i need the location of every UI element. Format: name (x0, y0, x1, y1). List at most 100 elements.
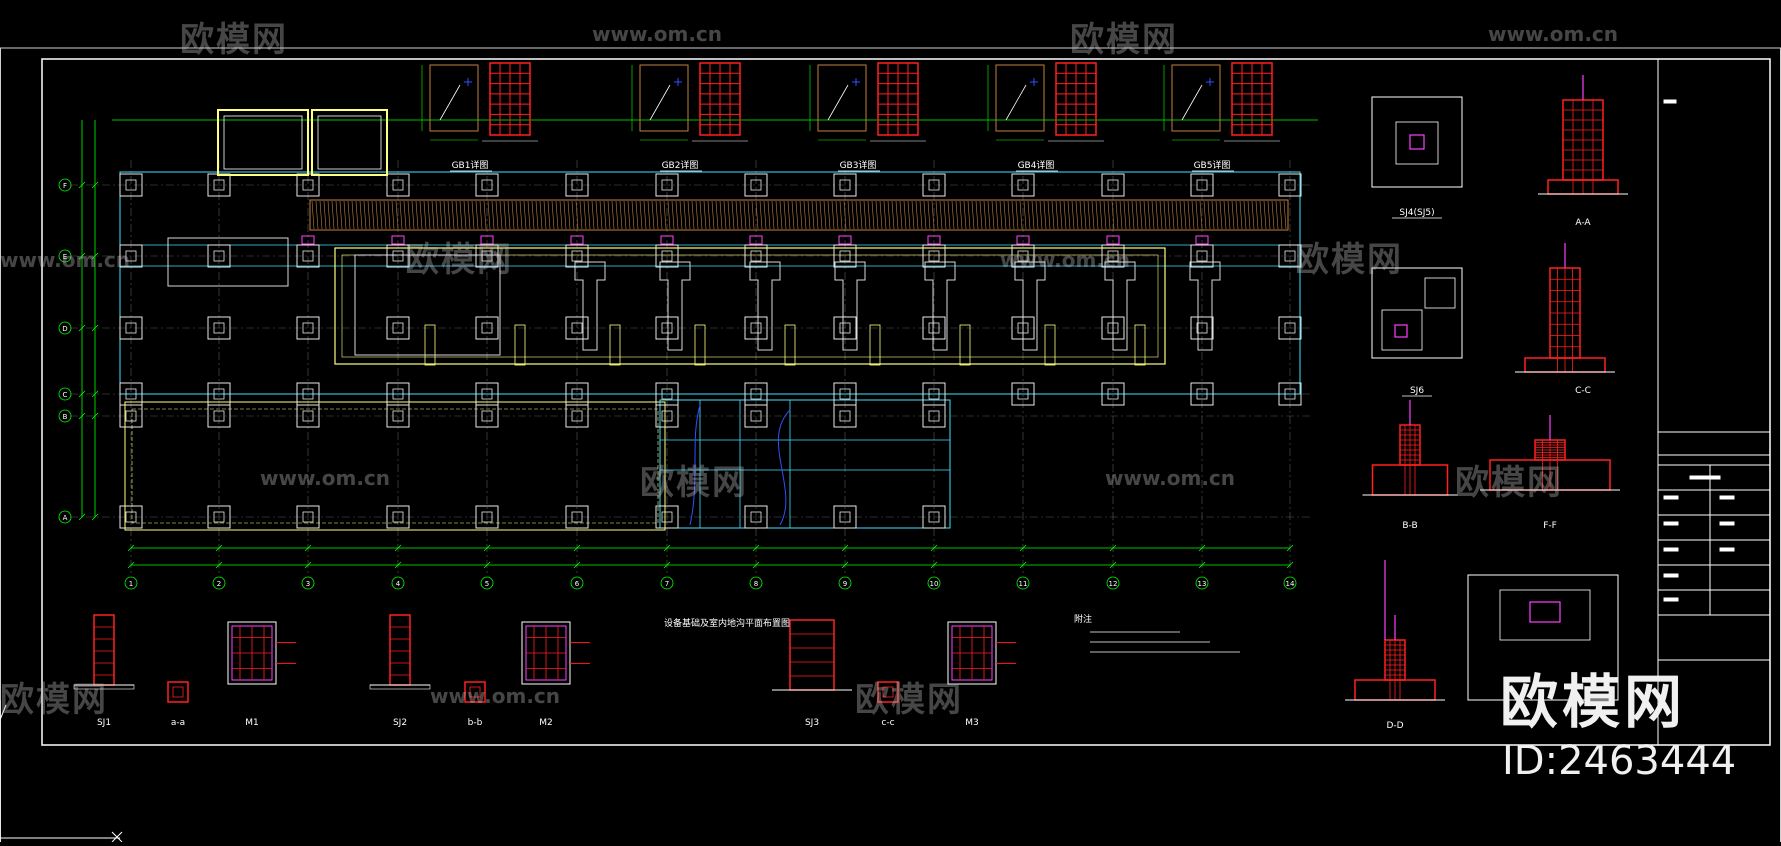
gb-cross (464, 78, 472, 86)
trench-hatch (383, 200, 387, 230)
axis-bubble-row (58, 249, 72, 263)
trench-hatch (1203, 200, 1207, 230)
trench-hatch (931, 200, 935, 230)
trench-hatch (507, 200, 511, 230)
trench-hatch (843, 200, 847, 230)
equipment-pedestal (1104, 261, 1136, 351)
trench-hatch (1215, 200, 1219, 230)
anchor-marker (660, 235, 674, 245)
gb-cross (1030, 78, 1038, 86)
section-dd: D-D (1345, 560, 1445, 731)
detail-aa: a-a (167, 681, 189, 728)
trench-hatch (323, 200, 327, 230)
column-pier (571, 250, 583, 262)
trench-hatch (595, 200, 599, 230)
column-pier (928, 410, 940, 422)
trench-hatch (935, 200, 939, 230)
anchor-marker (1195, 235, 1209, 245)
tank-1 (217, 109, 309, 176)
trench-hatch (963, 200, 967, 230)
axis-label-row: C (63, 391, 68, 399)
axis-bubble-col (124, 576, 138, 590)
trench-hatch (327, 200, 331, 230)
axis-label-row: D (62, 325, 67, 333)
trench-hatch (887, 200, 891, 230)
trench-band (309, 199, 1289, 231)
column-pier (213, 388, 225, 400)
gb-detail-5: GB5详图 (1163, 62, 1280, 172)
trench-hatch (1163, 200, 1167, 230)
trench-hatch (491, 200, 495, 230)
trench-hatch (539, 200, 543, 230)
column-footing (207, 316, 231, 340)
trench-hatch (511, 200, 515, 230)
trench-hatch (311, 200, 315, 230)
column-pier (481, 388, 493, 400)
trench-hatch (987, 200, 991, 230)
detail-cc: c-c (877, 681, 899, 728)
column-pier (928, 250, 940, 262)
watermark-url-7: www.om.cn (430, 684, 561, 708)
trench-hatch (1283, 200, 1287, 230)
trench-hatch (755, 200, 759, 230)
dim-tick (1286, 561, 1294, 569)
trench-hatch (835, 200, 839, 230)
trench-hatch (1047, 200, 1051, 230)
trench-hatch (895, 200, 899, 230)
column-pier (125, 511, 137, 523)
trench-hatch (1103, 200, 1107, 230)
sj1-title: SJ1 (97, 718, 111, 728)
dim-tick (1198, 544, 1206, 552)
trench-hatch (1139, 200, 1143, 230)
axis-bubble-col (301, 576, 315, 590)
column-pier (750, 410, 762, 422)
trench-hatch (559, 200, 563, 230)
trench-hatch (815, 200, 819, 230)
trench-hatch (775, 200, 779, 230)
trench-hatch (479, 200, 483, 230)
trench-hatch (759, 200, 763, 230)
trench-hatch (675, 200, 679, 230)
axis-label-row: A (63, 514, 68, 522)
m1-frame (227, 621, 277, 685)
axis-label-col: 3 (306, 580, 310, 588)
column-footing (744, 173, 768, 197)
sj-large-outer (1467, 574, 1619, 701)
sj4-title: SJ4(SJ5) (1399, 208, 1434, 218)
gb-title: GB5详图 (1194, 159, 1231, 171)
trench-hatch (459, 200, 463, 230)
trench-hatch (939, 200, 943, 230)
equipment-pedestal (924, 261, 956, 351)
trench-hatch (659, 200, 663, 230)
watermark-brand-3: 欧模网 (405, 240, 513, 280)
yellow-trench (334, 247, 1166, 366)
notes-block: 附注 (1074, 613, 1240, 653)
trench-hatch (875, 200, 879, 230)
gb-detail-4: GB4详图 (987, 62, 1104, 172)
column-pier (661, 388, 673, 400)
gb-plan (995, 64, 1045, 132)
column-pier (1107, 322, 1119, 334)
trench-hatch (995, 200, 999, 230)
trench-hatch (1251, 200, 1255, 230)
trench-hatch (591, 200, 595, 230)
column-footing (565, 244, 589, 268)
dim-tick (215, 561, 223, 569)
trench-hatch (867, 200, 871, 230)
trench-hatch (919, 200, 923, 230)
trench-hatch (1207, 200, 1211, 230)
sj-large-anchor (1529, 601, 1561, 623)
column-pier (213, 322, 225, 334)
trench-band-outline (309, 199, 1289, 231)
sj6-title: SJ6 (1410, 386, 1424, 396)
column-footing (1190, 382, 1214, 406)
dim-tick (1019, 561, 1027, 569)
trench-hatch (691, 200, 695, 230)
sj6-outer (1371, 267, 1463, 359)
column-pier (661, 179, 673, 191)
trench-hatch (679, 200, 683, 230)
trench-hatch (1023, 200, 1027, 230)
bb-section (464, 681, 486, 703)
watermark-url-6: www.om.cn (1105, 466, 1236, 490)
